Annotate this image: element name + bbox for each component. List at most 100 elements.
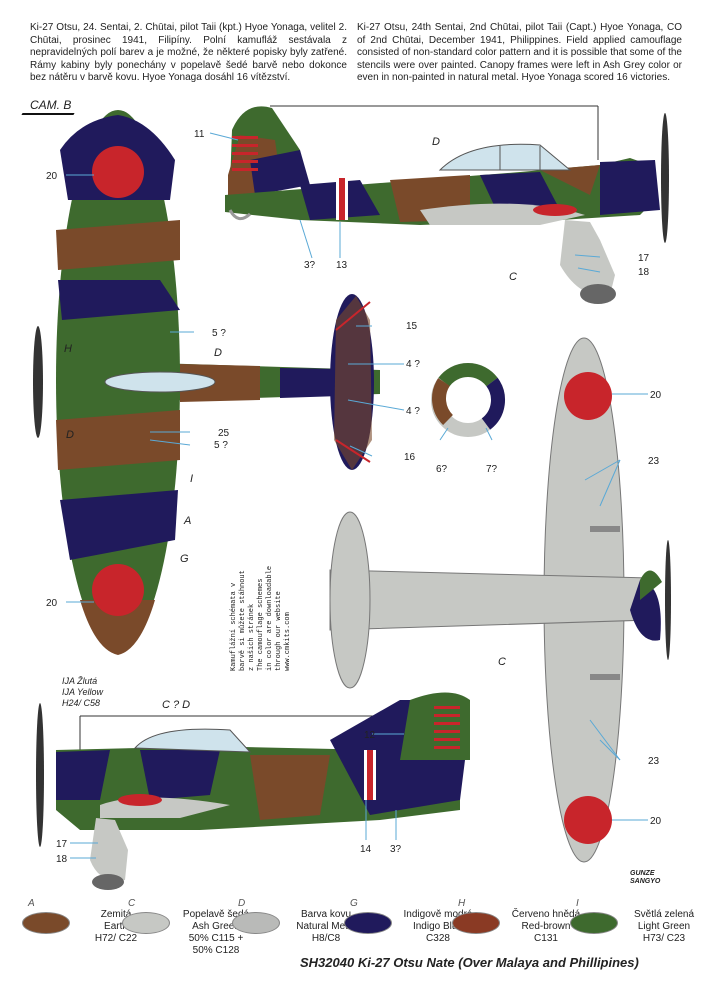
legend-line: Light Green <box>637 921 691 932</box>
callout-17-bottom: 17 <box>56 839 68 850</box>
callout-a: A <box>183 515 191 527</box>
callout-12: 12 <box>364 730 376 741</box>
footer-title: SH32040 Ki-27 Otsu Nate (Over Malaya and… <box>300 955 639 970</box>
legend-line: Popelavě šedá <box>182 909 250 920</box>
callout-20-c: 20 <box>650 390 662 401</box>
callout-c-or-d: C ? D <box>162 699 190 711</box>
legend-letter: A <box>28 898 35 909</box>
legend-line: Indigově modrá <box>403 909 473 920</box>
legend-letter: G <box>350 898 358 909</box>
legend-swatch <box>570 912 618 934</box>
side-profile-bottom <box>36 692 470 890</box>
stamp-line: through our website <box>275 591 283 671</box>
callout-d-top-view: D <box>214 347 222 359</box>
callout-15: 15 <box>406 321 418 332</box>
callout-20-d: 20 <box>650 816 662 827</box>
legend-letter: H <box>458 898 466 909</box>
callout-20-b: 20 <box>46 598 58 609</box>
legend-letter: C <box>128 898 136 909</box>
gunze-sangyo-logo: GUNZE SANGYO <box>630 870 660 886</box>
legend-letter: D <box>238 898 246 909</box>
callout-d-top: D <box>432 136 440 148</box>
stamp-url[interactable]: www.cmkits.com <box>284 612 292 671</box>
callout-25: 25 <box>218 428 230 439</box>
legend-line: H73/ C23 <box>642 933 686 944</box>
logo-gunze: GUNZE <box>630 870 655 877</box>
stamp-line: The camouflage schemes <box>257 578 265 671</box>
callout-11: 11 <box>194 129 205 140</box>
legend-line: Earth <box>104 921 128 932</box>
callout-4-a: 4 ? <box>406 359 420 370</box>
legend-swatch <box>122 912 170 934</box>
legend-letter: I <box>576 898 579 909</box>
ija-yellow-label: IJA Žlutá IJA Yellow H24/ C58 <box>62 676 103 709</box>
callout-18-top: 18 <box>638 267 650 278</box>
callout-23-a: 23 <box>648 456 660 467</box>
callout-20-a: 20 <box>46 171 58 182</box>
callout-18-bottom: 18 <box>56 854 68 865</box>
legend-line: Zemitá <box>100 909 132 920</box>
legend-line: Barva kovu <box>300 909 352 920</box>
callout-3-bottom: 3? <box>390 844 402 855</box>
legend-swatch <box>452 912 500 934</box>
legend-line: Indigo Blue <box>412 921 464 932</box>
callout-4-b: 4 ? <box>406 406 420 417</box>
callout-23-b: 23 <box>648 756 660 767</box>
legend-line: C131 <box>534 933 558 944</box>
legend-line: H72/ C22 <box>94 933 138 944</box>
callout-c-top: C <box>509 271 517 283</box>
side-profile-top <box>225 105 669 304</box>
callout-6: 6? <box>436 464 448 475</box>
callout-16: 16 <box>404 452 416 463</box>
callout-5-a: 5 ? <box>212 328 226 339</box>
ija-yellow-code: H24/ C58 <box>62 698 101 708</box>
legend-line: Red-brown <box>521 921 571 932</box>
ija-yellow-en: IJA Yellow <box>62 687 104 697</box>
legend-line: Natural Metal <box>296 921 356 932</box>
legend-line: H8/C8 <box>311 933 341 944</box>
ija-yellow-cz: IJA Žlutá <box>62 676 98 686</box>
callout-labels: 11 D 3? 13 C 17 18 20 5 ? H D D 15 4 ? 4… <box>46 129 662 865</box>
logo-sangyo: SANGYO <box>630 878 661 885</box>
legend-line: 50% C128 <box>192 945 240 956</box>
callout-i: I <box>190 473 193 485</box>
stamp-line: Kamuflážní schémata v <box>230 582 238 671</box>
legend-line: Světlá zelená <box>633 909 695 920</box>
legend-line: 50% C115 + <box>188 933 244 944</box>
callout-h: H <box>64 343 72 355</box>
callout-c-bottom-view: C <box>498 656 506 668</box>
spat-detail <box>431 363 505 437</box>
stamp-line: in color are downloadable <box>266 565 274 671</box>
legend-line: Červeno hnědá <box>511 909 581 920</box>
legend-line: Ash Green <box>192 921 240 932</box>
caption-czech: Ki-27 Otsu, 24. Sentai, 2. Chūtai, pilot… <box>30 22 347 84</box>
caption-english: Ki-27 Otsu, 24th Sentai, 2nd Chūtai, pil… <box>357 22 682 84</box>
callout-d-prop: D <box>66 429 74 441</box>
callout-g: G <box>180 553 189 565</box>
callout-14: 14 <box>360 844 372 855</box>
callout-17-top: 17 <box>638 253 650 264</box>
cam-label: CAM. B <box>30 98 72 112</box>
top-view <box>33 110 380 655</box>
legend-swatch <box>22 912 70 934</box>
callout-3-top: 3? <box>304 260 316 271</box>
callout-5-b: 5 ? <box>214 440 228 451</box>
website-stamp: Kamuflážní schémata v barvě si můžete st… <box>230 480 292 671</box>
stamp-line: barvě si můžete stáhnout <box>239 570 247 671</box>
legend-swatch <box>232 912 280 934</box>
legend-line: C328 <box>426 933 450 944</box>
callout-13: 13 <box>336 260 348 271</box>
callout-lines <box>66 132 648 859</box>
